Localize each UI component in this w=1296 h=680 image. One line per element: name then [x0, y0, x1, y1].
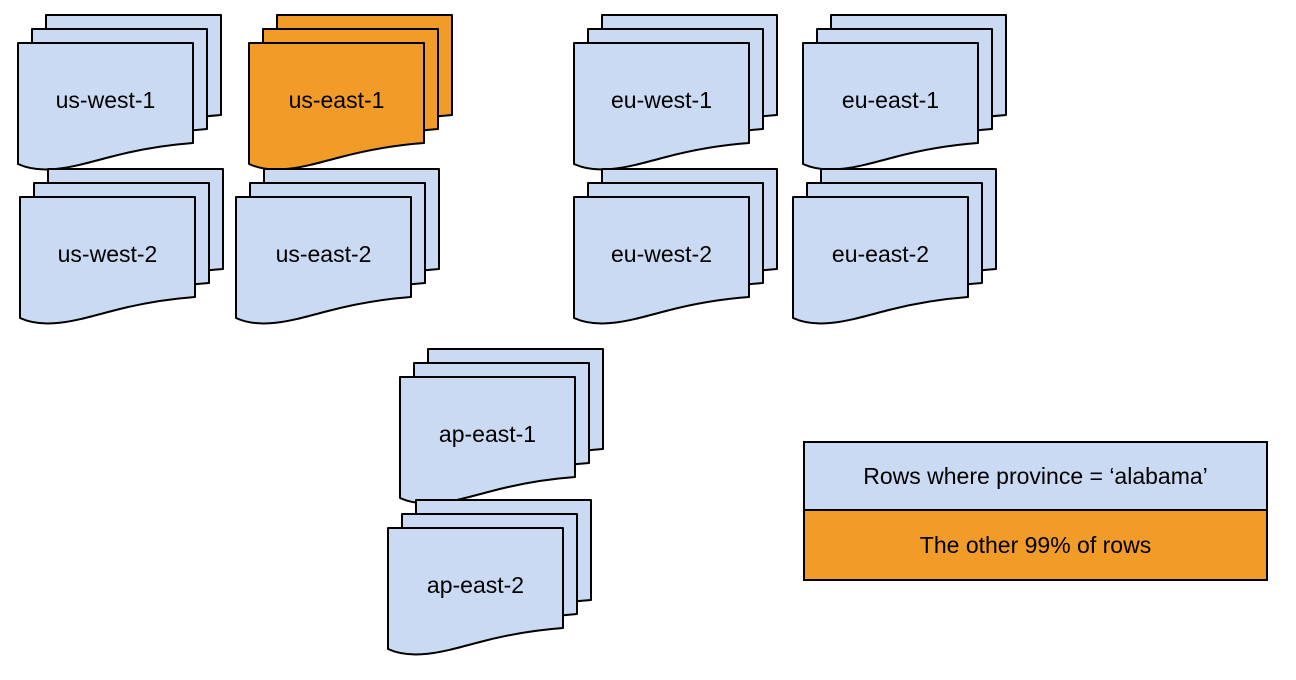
- stack-eu-east-2: eu-east-2: [792, 168, 998, 333]
- stack-ap-east-1: ap-east-1: [399, 348, 605, 513]
- region-label: eu-west-1: [611, 86, 712, 113]
- legend-item-other-rows: The other 99% of rows: [805, 511, 1266, 579]
- region-label: eu-east-2: [831, 240, 930, 267]
- document-stack-icon: [573, 14, 778, 171]
- region-label: ap-east-2: [426, 571, 525, 598]
- region-label: eu-east-1: [841, 86, 940, 113]
- stack-eu-west-2: eu-west-2: [573, 168, 779, 333]
- document-stack-icon: [235, 168, 440, 325]
- legend: Rows where province = ‘alabama’ The othe…: [803, 441, 1268, 581]
- region-label: us-east-1: [288, 86, 385, 113]
- region-label: eu-west-2: [611, 240, 712, 267]
- region-label: ap-east-1: [438, 420, 537, 447]
- document-stack-icon: [248, 14, 453, 171]
- stack-us-west-1: us-west-1: [17, 14, 223, 179]
- document-stack-icon: [17, 14, 222, 171]
- document-stack-icon: [399, 348, 604, 505]
- stack-us-east-2: us-east-2: [235, 168, 441, 333]
- legend-item-alabama-rows: Rows where province = ‘alabama’: [805, 443, 1266, 511]
- region-label: us-west-1: [55, 86, 156, 113]
- region-label: us-west-2: [57, 240, 158, 267]
- document-stack-icon: [387, 499, 592, 656]
- document-stack-icon: [792, 168, 997, 325]
- document-stack-icon: [19, 168, 224, 325]
- document-stack-icon: [573, 168, 778, 325]
- stack-eu-east-1: eu-east-1: [802, 14, 1008, 179]
- stack-ap-east-2: ap-east-2: [387, 499, 593, 664]
- stack-eu-west-1: eu-west-1: [573, 14, 779, 179]
- document-stack-icon: [802, 14, 1007, 171]
- region-label: us-east-2: [275, 240, 372, 267]
- stack-us-east-1: us-east-1: [248, 14, 454, 179]
- stack-us-west-2: us-west-2: [19, 168, 225, 333]
